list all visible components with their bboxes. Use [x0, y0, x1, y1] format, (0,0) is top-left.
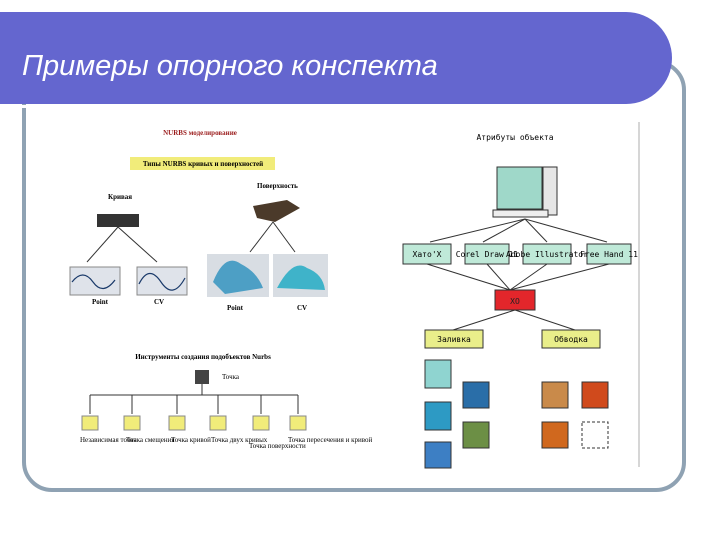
center-label: ХО — [510, 297, 520, 306]
nurbs-heading: NURBS моделирование — [163, 129, 237, 137]
fill-samples — [424, 359, 490, 469]
tool-label: Точка пересечения и кривой — [288, 436, 372, 444]
fill-box — [424, 329, 484, 349]
content-panel: NURBS моделирование Типы NURBS кривых и … — [35, 112, 640, 472]
surface-thumbnail — [253, 200, 300, 222]
program-label: Corel Draw 11 — [456, 250, 519, 259]
program-label: Free Hand 11 — [580, 250, 638, 259]
curve-bar — [97, 214, 139, 227]
surface-point-render — [207, 254, 269, 297]
tool-label: Точка смещения — [126, 436, 175, 444]
tool-icon — [289, 415, 307, 431]
computer-icon — [492, 166, 558, 218]
slide-title: Примеры опорного конспекта — [22, 50, 438, 82]
types-heading-box — [130, 157, 275, 170]
tool-icon — [168, 415, 186, 431]
curve-point-label: Point — [92, 298, 109, 306]
tools-heading: Инструменты создания подобъектов Nurbs — [135, 353, 271, 361]
point-icon — [195, 370, 209, 384]
tool-icon — [81, 415, 99, 431]
fill-label: Заливка — [437, 335, 471, 344]
tool-label: Точка двух кривых — [211, 436, 268, 444]
tool-icon — [123, 415, 141, 431]
title-underline — [0, 105, 636, 108]
program-label: Adobe Illustrator — [506, 250, 588, 259]
curve-cv-graph — [136, 266, 188, 296]
surface-cv-label: CV — [297, 304, 307, 312]
surface-point-label: Point — [227, 304, 244, 312]
surface-label: Поверхность — [257, 182, 298, 190]
title-bar: Примеры опорного конспекта — [0, 12, 672, 108]
curve-label: Кривая — [108, 193, 132, 201]
curve-point-graph — [69, 266, 121, 296]
tool-list: Независимая точка Точка смещения Точка к… — [80, 395, 372, 450]
stroke-label: Обводка — [554, 334, 588, 344]
tool-icon — [252, 415, 270, 431]
program-label: Хато'Х — [413, 250, 442, 259]
tool-icon — [209, 415, 227, 431]
tool-label: Независимая точка — [80, 436, 138, 444]
curve-cv-label: CV — [154, 298, 164, 306]
attributes-heading: Атрибуты объекта — [476, 132, 553, 142]
types-heading: Типы NURBS кривых и поверхностей — [143, 160, 263, 168]
tool-label: Точка кривой — [171, 436, 211, 444]
stroke-box — [541, 329, 601, 349]
stroke-samples — [541, 381, 609, 449]
point-label: Точка — [222, 373, 240, 381]
surface-cv-render — [273, 254, 328, 297]
program-list: Хато'Х Corel Draw 11 Adobe Illustrator F… — [402, 243, 638, 265]
tool-label: Точка поверхности — [249, 442, 306, 450]
